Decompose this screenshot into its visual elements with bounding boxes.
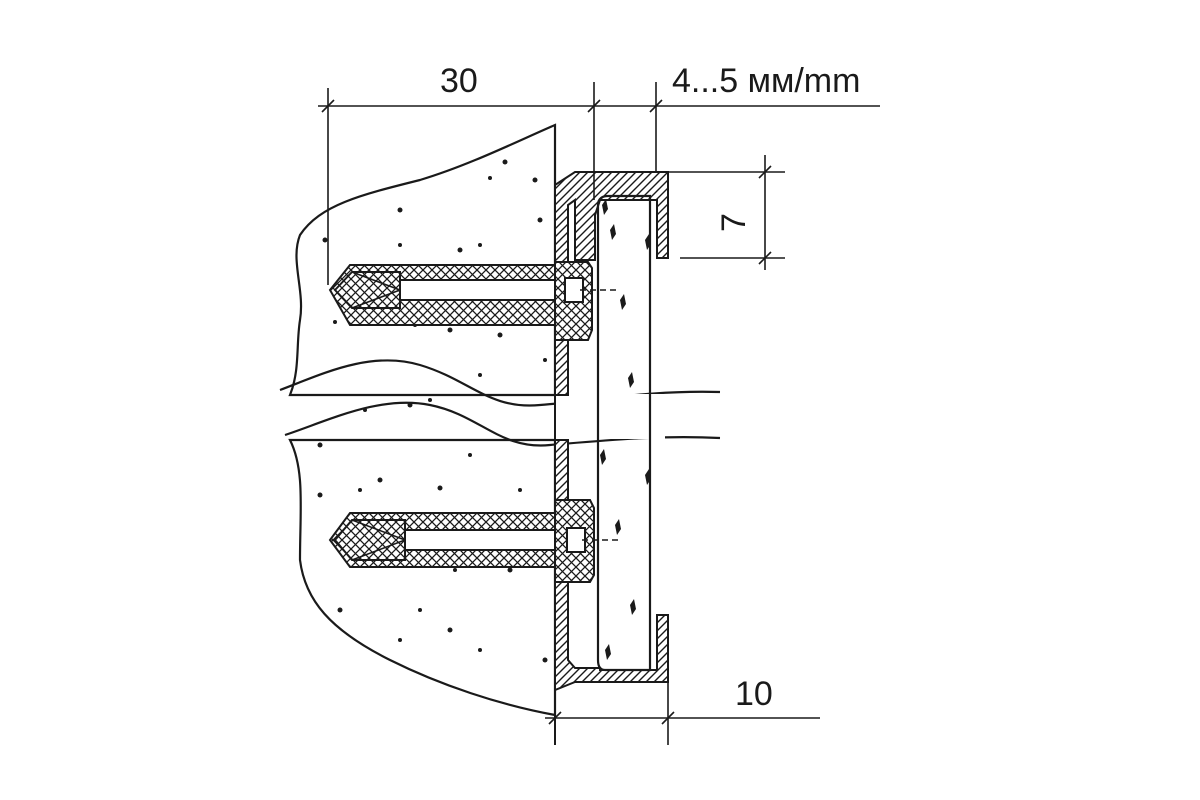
concrete-lower <box>288 438 557 717</box>
dimension-lip-label: 7 <box>715 213 753 232</box>
dimension-depth: 30 <box>318 62 880 285</box>
dimension-gap-label: 4...5 мм/mm <box>672 62 860 100</box>
dimension-width: 10 <box>545 675 820 745</box>
dimension-depth-label: 30 <box>440 62 478 100</box>
dimension-lip: 7 <box>668 155 785 270</box>
panel-grain-marks <box>600 199 651 660</box>
channel-profile-bottom <box>554 439 669 692</box>
dimension-gap: 4...5 мм/mm <box>649 62 860 172</box>
dimension-width-label: 10 <box>735 675 773 713</box>
concrete-upper <box>288 123 557 397</box>
panel-board <box>596 194 652 672</box>
aggregate-specks <box>317 159 548 663</box>
anchor-dowel-bottom <box>328 499 618 583</box>
anchor-dowel-top <box>328 261 618 341</box>
